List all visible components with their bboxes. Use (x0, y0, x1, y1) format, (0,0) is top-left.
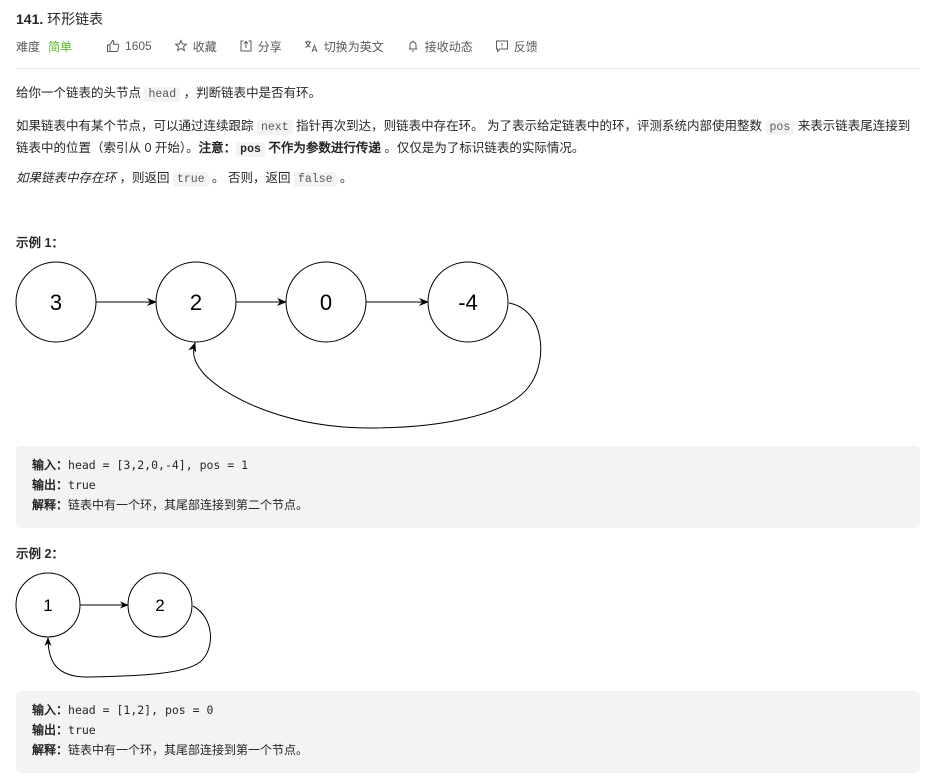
code-pos: pos (765, 120, 795, 135)
favorite-label: 收藏 (192, 39, 217, 54)
code-head: head (144, 87, 181, 102)
example-2-input: head = [1,2], pos = 0 (68, 703, 214, 717)
favorite-button[interactable]: 收藏 (174, 38, 217, 55)
example-2-explain: 链表中有一个环，其尾部连接到第一个节点。 (68, 743, 309, 757)
code-true: true (172, 172, 209, 187)
note-label: 注意： (198, 141, 237, 155)
like-count: 1605 (125, 39, 152, 53)
thumbs-up-icon (107, 39, 120, 52)
example-1-title: 示例 1： (16, 236, 64, 250)
switch-language-button[interactable]: 切换为英文 (304, 38, 384, 55)
switch-language-label: 切换为英文 (323, 39, 384, 54)
example-1-input-line: 输入：head = [3,2,0,-4], pos = 1 (32, 458, 249, 472)
difficulty-label: 难度 (16, 39, 41, 54)
feedback-icon (495, 40, 508, 53)
example-1-input: head = [3,2,0,-4], pos = 1 (68, 458, 249, 472)
example-1-diagram: 3 2 0 -4 (15, 261, 542, 429)
difficulty-badge: 简单 (48, 39, 73, 54)
example-1-explain: 链表中有一个环，其尾部连接到第二个节点。 (68, 498, 309, 512)
description-paragraph-3: 如果链表中存在环 ，则返回 true 。 否则，返回 false 。 (16, 171, 353, 187)
problem-name: 环形链表 (47, 11, 104, 27)
example-2-output: true (68, 723, 96, 737)
node-value: 3 (50, 290, 62, 315)
share-label: 分享 (257, 39, 282, 54)
problem-number: 141. (16, 11, 44, 27)
problem-title: 141. 环形链表 (16, 9, 103, 29)
node-value: -4 (458, 290, 478, 315)
like-button[interactable]: 1605 (106, 39, 152, 53)
example-2-diagram: 1 2 (15, 572, 211, 678)
subscribe-label: 接收动态 (424, 39, 473, 54)
header-divider (16, 68, 920, 69)
code-next: next (256, 120, 293, 135)
example-2-input-line: 输入：head = [1,2], pos = 0 (32, 703, 214, 717)
share-button[interactable]: 分享 (239, 38, 282, 55)
example-1-explain-line: 解释：链表中有一个环，其尾部连接到第二个节点。 (32, 498, 309, 512)
subscribe-button[interactable]: 接收动态 (406, 38, 473, 55)
example-1-output: true (68, 478, 96, 492)
code-false: false (294, 172, 337, 187)
code-pos-bold: pos (236, 142, 265, 157)
problem-meta-bar: 难度 简单 1605 收藏 分享 切换为英文 接收动态 (16, 36, 560, 56)
example-1-output-line: 输出：true (32, 478, 96, 492)
example-2-output-line: 输出：true (32, 723, 96, 737)
italic-condition: 如果链表中存在环 (16, 171, 117, 185)
star-icon (174, 39, 188, 52)
example-2-explain-line: 解释：链表中有一个环，其尾部连接到第一个节点。 (32, 743, 309, 757)
feedback-button[interactable]: 反馈 (495, 38, 538, 55)
node-value: 2 (190, 290, 202, 315)
translate-icon (304, 40, 318, 53)
node-value: 0 (320, 290, 332, 315)
description-paragraph-1: 给你一个链表的头节点 head ，判断链表中是否有环。 (16, 86, 322, 102)
example-1-code-block: 输入：head = [3,2,0,-4], pos = 1 输出：true 解释… (16, 446, 920, 528)
example-2-title: 示例 2： (16, 547, 64, 561)
bell-icon (408, 40, 417, 52)
node-value: 1 (43, 596, 52, 615)
node-value: 2 (155, 596, 164, 615)
description-paragraph-2: 如果链表中有某个节点，可以通过连续跟踪 next 指针再次到达，则链表中存在环。… (16, 119, 911, 157)
share-icon (240, 40, 252, 52)
feedback-label: 反馈 (513, 39, 538, 54)
example-2-code-block: 输入：head = [1,2], pos = 0 输出：true 解释：链表中有… (16, 691, 920, 773)
note-text: 不作为参数进行传递 (264, 141, 381, 155)
